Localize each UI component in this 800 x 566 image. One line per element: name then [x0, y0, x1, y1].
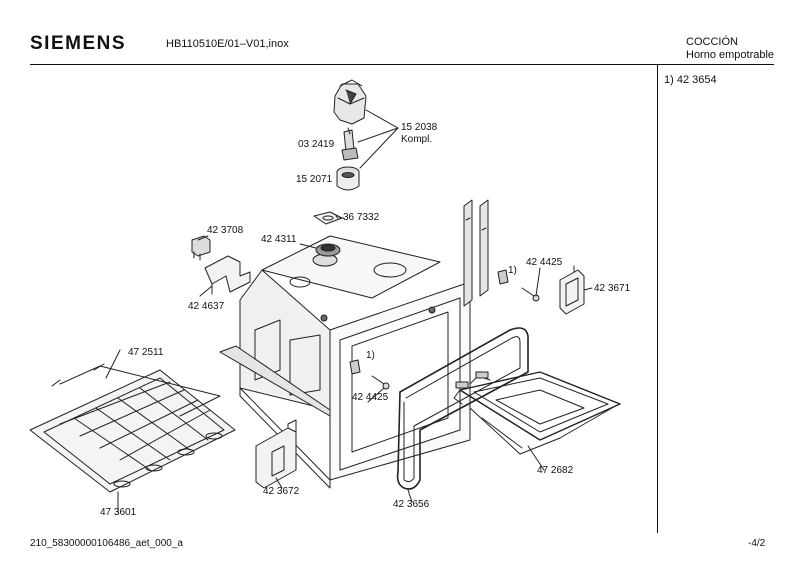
document-id: 210_58300000106486_aet_000_a: [30, 538, 183, 549]
part-label-472511: 47 2511: [128, 347, 164, 358]
part-label-424425-top: 42 4425: [526, 257, 563, 268]
bracket-part-left: [205, 256, 250, 294]
bottom-heater-part: [454, 372, 620, 454]
part-label-423672: 42 3672: [263, 486, 300, 497]
bracket-part-bottom: [256, 420, 296, 488]
part-label-152038: 15 2038: [401, 122, 438, 133]
thermostat-knob-part: [334, 80, 366, 124]
category-subtitle: Horno empotrable: [686, 49, 775, 61]
grill-rack-part: [30, 364, 235, 492]
screw-part-mid: [372, 376, 389, 389]
category-title: COCCIÓN: [686, 36, 738, 48]
part-label-367332: 36 7332: [343, 212, 380, 223]
part-label-472682: 47 2682: [537, 465, 574, 476]
bracket-part-right: [560, 266, 584, 314]
footnote-mark-mid: 1): [366, 350, 375, 361]
oven-cavity-part: [220, 200, 488, 488]
part-label-424425-mid: 42 4425: [352, 392, 389, 403]
knob-ring-part: [337, 167, 359, 190]
loop-heater-part: [398, 328, 528, 489]
header-divider: [30, 64, 774, 65]
footnote-mark-top: 1): [508, 265, 517, 276]
part-label-423656: 42 3656: [393, 499, 430, 510]
part-label-424637: 42 4637: [188, 301, 225, 312]
brand-logo: SIEMENS: [30, 33, 127, 54]
part-label-kompl: Kompl.: [401, 134, 433, 145]
bushing-part-mid: [350, 360, 360, 374]
knob-shaft-part: [342, 128, 358, 160]
part-label-032419: 03 2419: [298, 139, 335, 150]
side-note: 1) 42 3654: [664, 74, 717, 86]
part-label-424311: 42 4311: [261, 234, 297, 245]
part-label-473601: 47 3601: [100, 507, 137, 518]
model-number: HB110510E/01–V01,inox: [166, 38, 289, 50]
part-label-423671: 42 3671: [594, 283, 631, 294]
page-number: -4/2: [748, 538, 766, 549]
part-label-423708: 42 3708: [207, 225, 244, 236]
part-label-152071: 15 2071: [296, 174, 333, 185]
side-column-divider: [657, 65, 658, 533]
switch-part: [192, 236, 210, 260]
bushing-part-top: [498, 270, 508, 284]
